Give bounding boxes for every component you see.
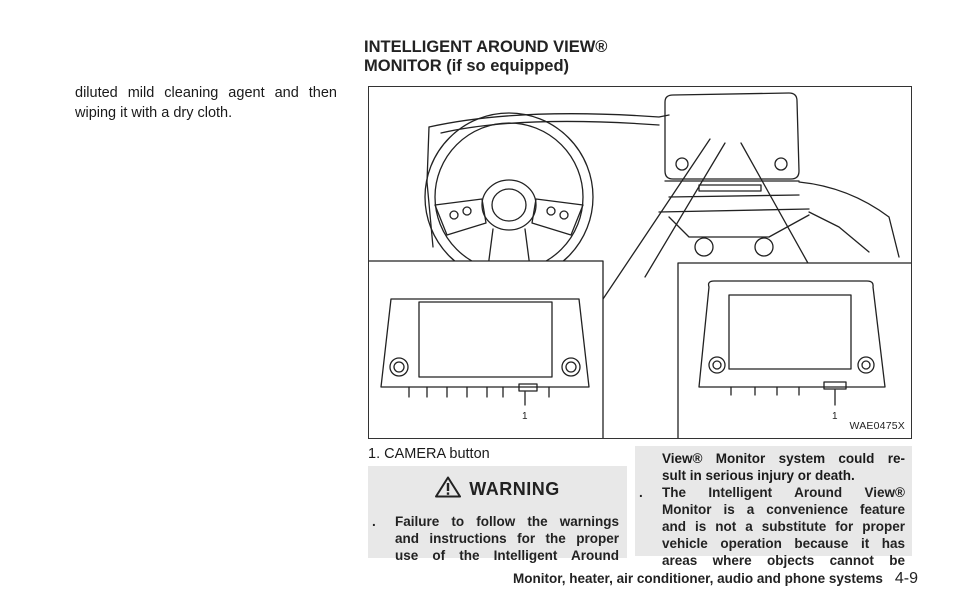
left-camera-button (518, 383, 538, 392)
callout-1-left: 1 (522, 411, 528, 422)
section-heading-line-2: MONITOR (if so equipped) (364, 57, 570, 75)
warning-item-1-line-3: use of the Intelligent Around (395, 548, 619, 563)
warning-triangle-icon (435, 476, 462, 503)
callout-1-right: 1 (832, 411, 838, 422)
section-heading-line-1: INTELLIGENT AROUND VIEW® (364, 38, 608, 56)
callout-line-right (740, 142, 810, 266)
steering-wheel-inner (434, 122, 584, 272)
warning-item-2-line-5: areas where objects cannot be (662, 553, 905, 568)
warning-item-1-line-1: Failure to follow the warnings (395, 514, 619, 529)
warning-item-1-line-2: and instructions for the proper (395, 531, 619, 546)
left-inset-frame (369, 260, 604, 438)
page-number: 4-9 (894, 570, 918, 587)
warning-list: . Failure to follow the warnings and ins… (368, 513, 619, 564)
callout-line-left-a (600, 138, 711, 303)
dashboard-top-line (428, 113, 670, 128)
right-knob-right (857, 356, 875, 374)
steering-wheel-right-spoke (531, 198, 584, 236)
steering-wheel-rim (424, 112, 594, 282)
left-display-screen (418, 301, 553, 378)
steering-wheel-left-spoke (434, 198, 487, 236)
figure-caption: 1. CAMERA button (368, 446, 490, 462)
callout-line-left-b (644, 142, 726, 278)
footer-section-title: Monitor, heater, air conditioner, audio … (513, 571, 883, 586)
warning-box: WARNING . Failure to follow the warnings… (368, 466, 627, 563)
right-camera-button (823, 381, 847, 390)
warning-item-2-line-4: vehicle operation because it has (662, 536, 905, 551)
dashboard-line-drawing: 1 1 (369, 92, 911, 438)
right-display-screen (728, 294, 852, 370)
left-knob-left (389, 357, 409, 377)
center-monitor-outline (664, 92, 800, 180)
warning-item-2: . The Intelligent Around View® Monitor i… (635, 484, 905, 569)
intro-paragraph: diluted mild cleaning agent and then wip… (75, 83, 337, 123)
warning-bullet: . (372, 514, 376, 529)
warning-item-2-line-3: and is not a substitute for proper (662, 519, 905, 534)
right-knob-left (708, 356, 726, 374)
right-display-housing (698, 280, 886, 388)
page-footer: Monitor, heater, air conditioner, audio … (513, 570, 918, 588)
steering-wheel-hub (481, 179, 537, 231)
warning-bullet: . (639, 485, 643, 500)
warning-item-1-line-4: View® Monitor system could re- (662, 451, 905, 466)
warning-item-1: . Failure to follow the warnings and ins… (368, 513, 619, 564)
intro-text: diluted mild cleaning agent and then wip… (75, 85, 337, 121)
left-knob-right (561, 357, 581, 377)
figure-code: WAE0475X (849, 420, 905, 432)
warning-item-1-line-5: sult in serious injury or death. (662, 468, 855, 483)
dashboard-illustration: 1 1 WAE0475X (368, 86, 912, 439)
warning-item-2-line-2: Monitor is a convenience feature (662, 502, 905, 517)
left-display-housing (380, 298, 590, 388)
warning-header: WARNING (368, 476, 627, 503)
section-heading: INTELLIGENT AROUND VIEW® MONITOR (if so … (364, 38, 607, 76)
right-inset-frame (677, 262, 911, 438)
warning-box-continued: View® Monitor system could re- sult in s… (635, 446, 912, 568)
warning-list-continued: View® Monitor system could re- sult in s… (635, 450, 905, 569)
warning-title: WARNING (469, 478, 560, 499)
warning-item-2-line-1: The Intelligent Around View® (662, 485, 905, 500)
